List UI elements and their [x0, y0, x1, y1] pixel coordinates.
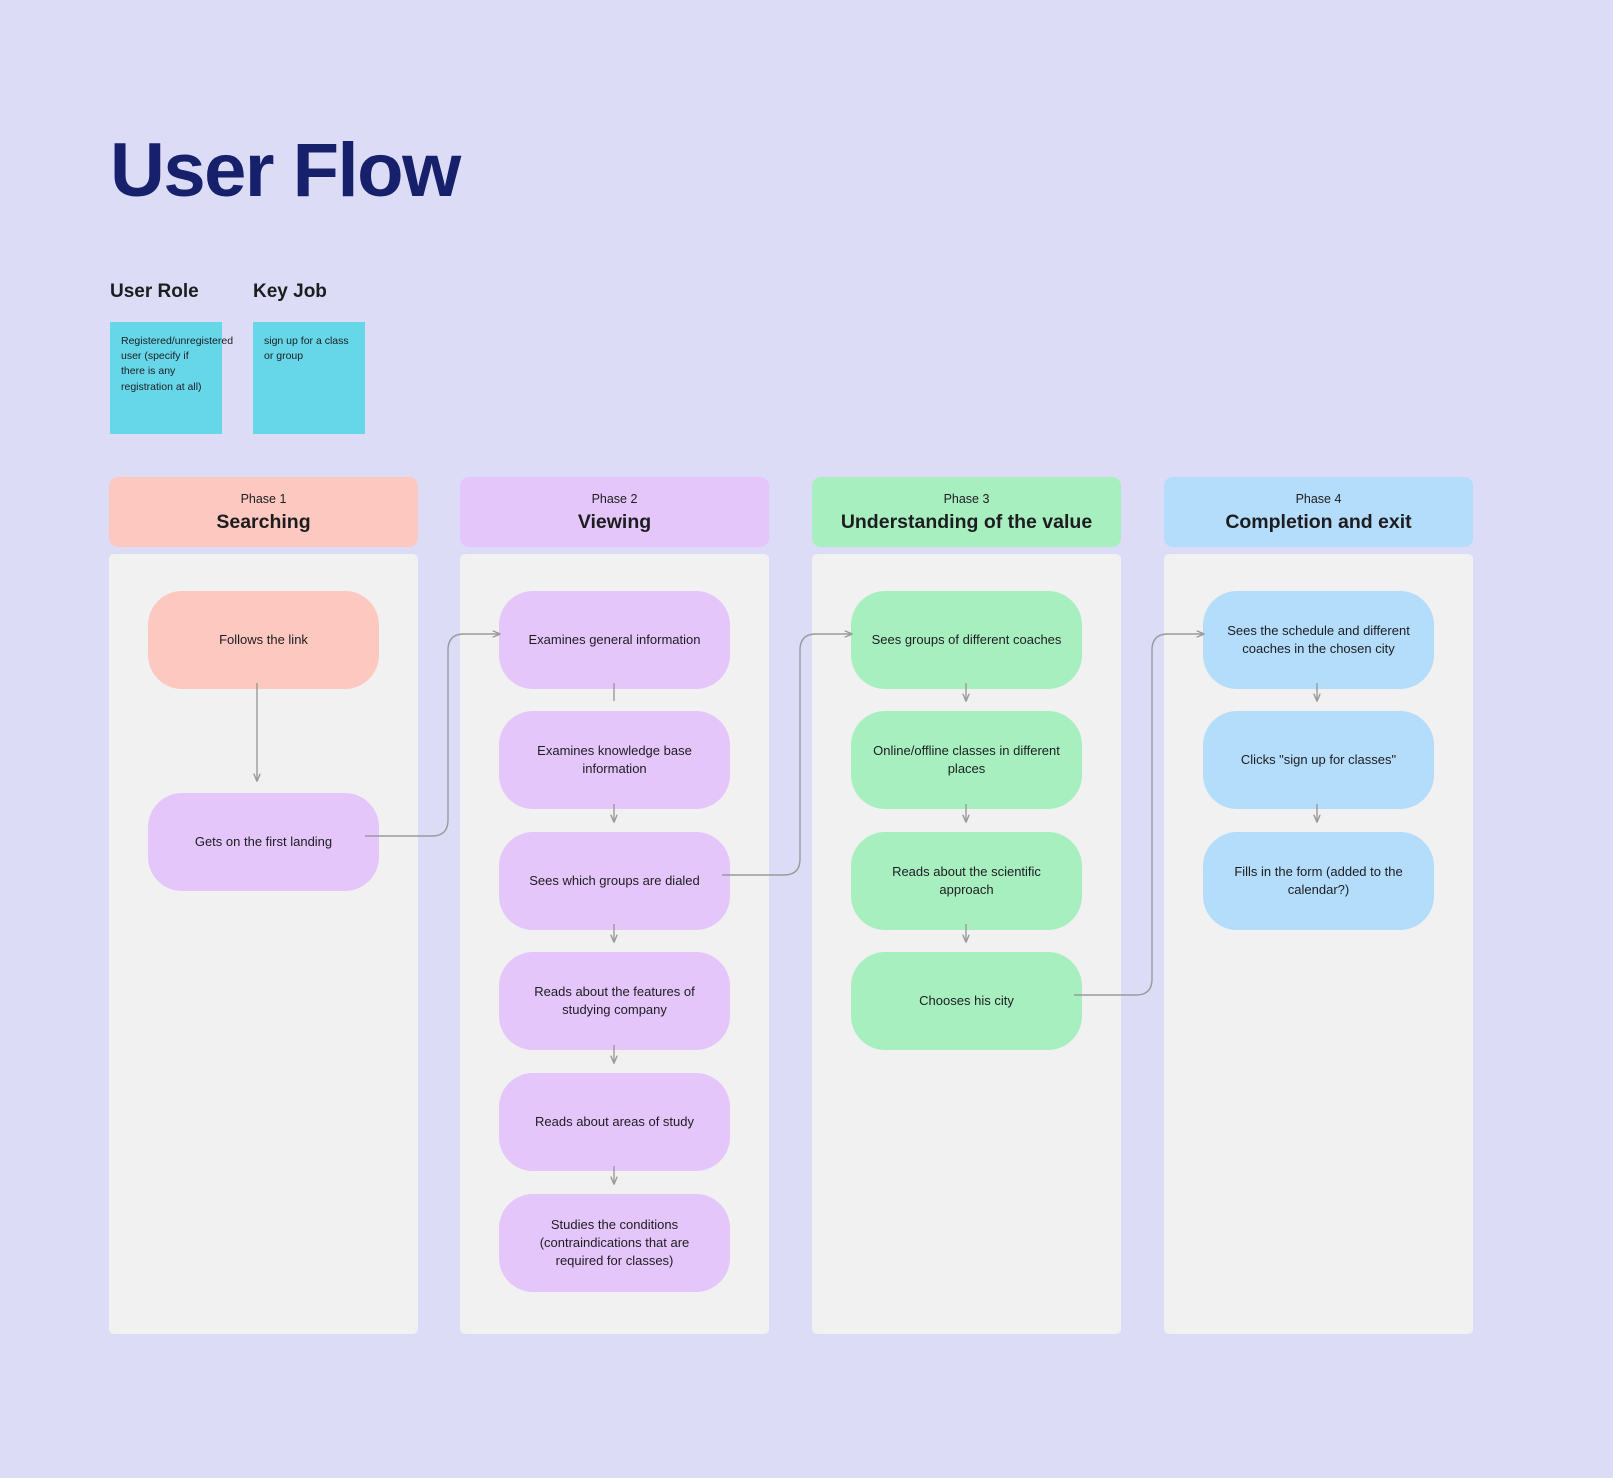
flow-node[interactable]: Examines knowledge base information: [499, 711, 730, 809]
meta-label-user-role: User Role: [110, 281, 199, 302]
flow-node[interactable]: Reads about the features of studying com…: [499, 952, 730, 1050]
phase-index-label: Phase 4: [1295, 492, 1342, 507]
flow-node[interactable]: Sees groups of different coaches: [851, 591, 1082, 689]
flow-node[interactable]: Online/offline classes in different plac…: [851, 711, 1082, 809]
phase-header-2: Phase 2 Viewing: [460, 477, 769, 547]
meta-label-key-job: Key Job: [253, 281, 327, 302]
phase-title-label: Viewing: [577, 510, 652, 533]
phase-column-4: Phase 4 Completion and exit Sees the sch…: [1164, 477, 1473, 1334]
phase-header-4: Phase 4 Completion and exit: [1164, 477, 1473, 547]
page-title: User Flow: [110, 128, 461, 213]
flow-node[interactable]: Chooses his city: [851, 952, 1082, 1050]
phase-body-4: Sees the schedule and different coaches …: [1164, 554, 1473, 1334]
sticky-note-key-job[interactable]: sign up for a class or group: [253, 322, 365, 434]
flow-node[interactable]: Sees which groups are dialed: [499, 832, 730, 930]
phase-index-label: Phase 2: [591, 492, 638, 507]
phase-column-3: Phase 3 Understanding of the value Sees …: [812, 477, 1121, 1334]
phase-title-label: Understanding of the value: [840, 510, 1093, 533]
phase-title-label: Searching: [216, 510, 311, 533]
flow-node[interactable]: Gets on the first landing: [148, 793, 379, 891]
flow-node[interactable]: Follows the link: [148, 591, 379, 689]
flow-node[interactable]: Sees the schedule and different coaches …: [1203, 591, 1434, 689]
flow-node[interactable]: Fills in the form (added to the calendar…: [1203, 832, 1434, 930]
phase-header-3: Phase 3 Understanding of the value: [812, 477, 1121, 547]
phase-header-1: Phase 1 Searching: [109, 477, 418, 547]
flow-node[interactable]: Reads about areas of study: [499, 1073, 730, 1171]
flow-node[interactable]: Studies the conditions (contraindication…: [499, 1194, 730, 1292]
phase-title-label: Completion and exit: [1225, 510, 1412, 533]
phase-index-label: Phase 1: [240, 492, 287, 507]
phase-column-2: Phase 2 Viewing Examines general informa…: [460, 477, 769, 1334]
flow-node[interactable]: Examines general information: [499, 591, 730, 689]
flow-node[interactable]: Reads about the scientific approach: [851, 832, 1082, 930]
phase-index-label: Phase 3: [943, 492, 990, 507]
flow-node[interactable]: Clicks "sign up for classes": [1203, 711, 1434, 809]
sticky-note-user-role[interactable]: Registered/unregistered user (specify if…: [110, 322, 233, 434]
